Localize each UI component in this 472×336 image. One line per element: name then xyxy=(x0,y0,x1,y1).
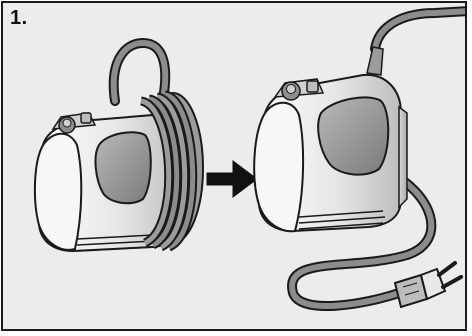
step-number: 1. xyxy=(10,7,28,29)
mixer-wrapped-cord xyxy=(33,37,204,253)
arrow-right-icon xyxy=(206,160,258,198)
instruction-illustration xyxy=(33,6,465,312)
mixer-unwrapped-cord xyxy=(253,6,465,312)
power-plug-icon xyxy=(393,261,463,309)
instruction-panel: 1. xyxy=(1,1,467,331)
